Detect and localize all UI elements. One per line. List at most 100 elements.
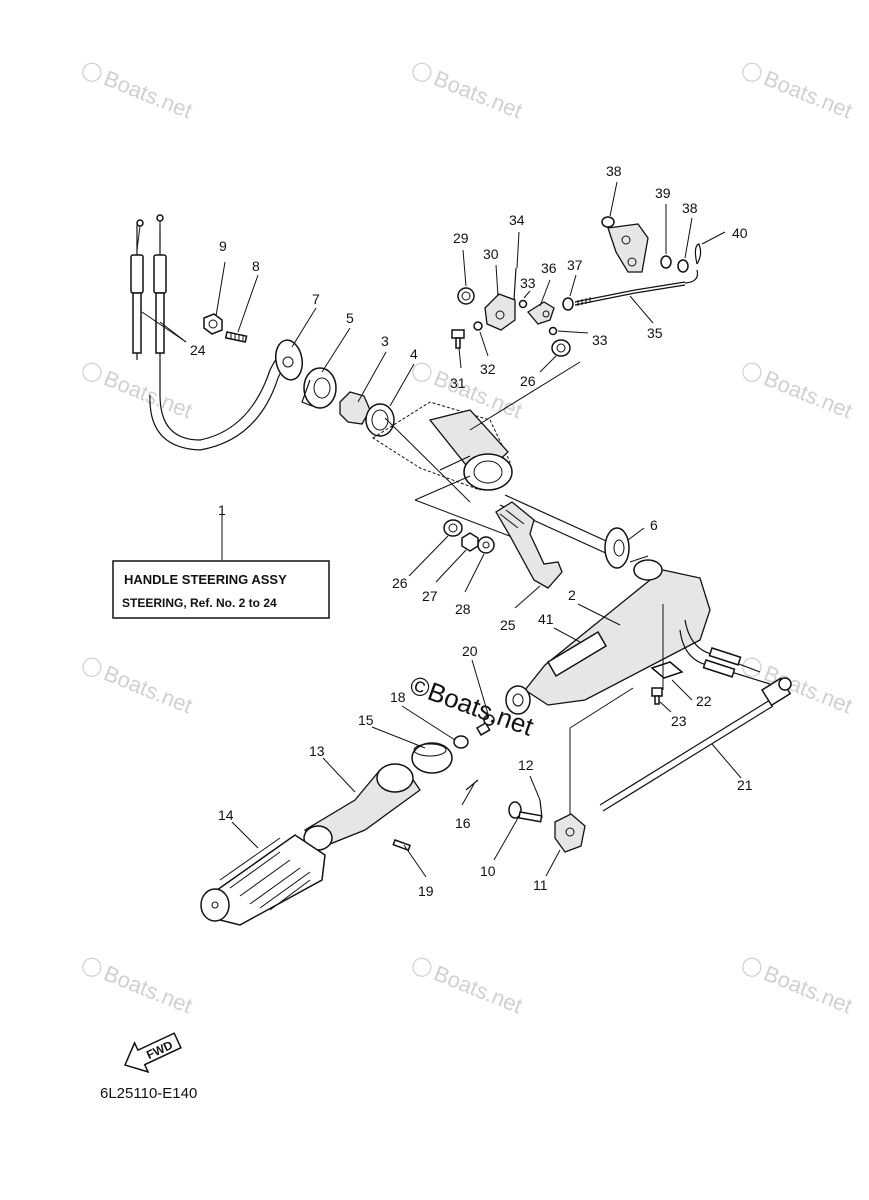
callout-16[interactable]: 16: [455, 815, 471, 831]
part-21-shaft[interactable]: [599, 677, 792, 812]
part-13-grip-tube[interactable]: [303, 763, 421, 851]
assembly-subtitle: STEERING, Ref. No. 2 to 24: [122, 596, 277, 610]
svg-text:Boats.net: Boats.net: [100, 960, 196, 1018]
callout-7[interactable]: 7: [312, 291, 320, 307]
arm-cables: [679, 619, 771, 685]
callout-20[interactable]: 20: [462, 643, 478, 659]
part-27-nut[interactable]: [461, 532, 479, 552]
callout-1[interactable]: 1: [218, 502, 226, 518]
callout-10[interactable]: 10: [480, 863, 496, 879]
callout-38-left[interactable]: 38: [606, 163, 622, 179]
callout-36[interactable]: 36: [541, 260, 557, 276]
callout-33-bottom[interactable]: 33: [592, 332, 608, 348]
svg-text:Boats.net: Boats.net: [760, 960, 856, 1018]
callout-8[interactable]: 8: [252, 258, 260, 274]
callout-33-top[interactable]: 33: [520, 275, 536, 291]
part-4-ring[interactable]: [365, 403, 395, 437]
part-23-screw[interactable]: [651, 687, 663, 705]
part-2-tiller-arm[interactable]: [524, 555, 711, 706]
callout-26-mid[interactable]: 26: [392, 575, 408, 591]
callout-34[interactable]: 34: [509, 212, 525, 228]
part-26-collar-mid[interactable]: [443, 519, 463, 537]
part-35-rod[interactable]: [574, 269, 699, 306]
bracket-body: [372, 361, 581, 541]
callout-39[interactable]: 39: [655, 185, 671, 201]
svg-text:Boats.net: Boats.net: [100, 65, 196, 123]
callout-30[interactable]: 30: [483, 246, 499, 262]
part-39-washer[interactable]: [660, 255, 672, 269]
part-link-bracket[interactable]: [607, 223, 649, 273]
part-30-lever[interactable]: [484, 293, 516, 331]
part-26-collar-top[interactable]: [551, 339, 571, 357]
part-33-washer-top[interactable]: [518, 299, 528, 309]
callout-19[interactable]: 19: [418, 883, 434, 899]
callout-24[interactable]: 24: [190, 342, 206, 358]
callout-11[interactable]: 11: [533, 877, 548, 893]
part-33-washer-bottom[interactable]: [548, 326, 558, 336]
svg-text:Boats.net: Boats.net: [760, 65, 856, 123]
part-10-knob-bolt[interactable]: [508, 801, 543, 823]
callout-27[interactable]: 27: [422, 588, 438, 604]
part-22-plate[interactable]: [650, 661, 684, 679]
part-6-washer[interactable]: [604, 527, 630, 569]
part-18-washer[interactable]: [453, 735, 469, 749]
part-5-bushing[interactable]: [301, 367, 337, 409]
watermark: Boats.net: [82, 62, 196, 123]
svg-text:Boats.net: Boats.net: [100, 365, 196, 423]
callout-32[interactable]: 32: [480, 361, 496, 377]
callout-35[interactable]: 35: [647, 325, 663, 341]
callout-31[interactable]: 31: [450, 375, 466, 391]
leader-lines: [141, 181, 742, 878]
callout-3[interactable]: 3: [381, 333, 389, 349]
part-16-screw[interactable]: [465, 779, 479, 791]
part-36-link[interactable]: [527, 301, 555, 325]
callout-18[interactable]: 18: [390, 689, 406, 705]
callout-12[interactable]: 12: [518, 757, 534, 773]
svg-text:Boats.net: Boats.net: [100, 660, 196, 718]
part-9-nut[interactable]: [203, 313, 223, 335]
part-19-screw[interactable]: [392, 839, 411, 852]
part-41-decal[interactable]: [546, 630, 608, 678]
part-32-washer[interactable]: [473, 321, 483, 331]
part-7-plate[interactable]: [273, 338, 306, 382]
part-20-screw[interactable]: [475, 714, 495, 736]
callout-14[interactable]: 14: [218, 807, 234, 823]
callout-6[interactable]: 6: [650, 517, 658, 533]
part-12-pin[interactable]: [539, 799, 543, 819]
callout-13[interactable]: 13: [309, 743, 325, 759]
part-29-collar[interactable]: [457, 287, 475, 305]
part-40-clip[interactable]: [694, 243, 702, 265]
watermark: Boats.net: [412, 957, 526, 1018]
part-37-bushing[interactable]: [562, 297, 574, 311]
part-31-bolt[interactable]: [451, 329, 465, 349]
part-14-grip[interactable]: [200, 834, 326, 926]
callout-5[interactable]: 5: [346, 310, 354, 326]
part-28-washer[interactable]: [477, 536, 495, 554]
part-8-bolt[interactable]: [224, 331, 248, 343]
callout-29[interactable]: 29: [453, 230, 469, 246]
callout-41[interactable]: 41: [538, 611, 554, 627]
callout-21[interactable]: 21: [737, 777, 753, 793]
part-15-collar[interactable]: [411, 742, 453, 774]
callout-4[interactable]: 4: [410, 346, 418, 362]
svg-text:Boats.net: Boats.net: [430, 365, 526, 423]
callout-38-right[interactable]: 38: [682, 200, 698, 216]
part-38-washer-left[interactable]: [601, 216, 615, 228]
assembly-title: HANDLE STEERING ASSY: [124, 572, 287, 587]
callout-25[interactable]: 25: [500, 617, 516, 633]
callout-26-top[interactable]: 26: [520, 373, 536, 389]
callout-22[interactable]: 22: [696, 693, 712, 709]
callout-28[interactable]: 28: [455, 601, 471, 617]
part-38-washer-right[interactable]: [677, 259, 689, 273]
part-25-lever[interactable]: [495, 501, 563, 589]
diagram-code: 6L25110-E140: [100, 1085, 197, 1102]
callout-40[interactable]: 40: [732, 225, 748, 241]
part-34-pin[interactable]: [513, 267, 517, 301]
callout-15[interactable]: 15: [358, 712, 374, 728]
part-11-clamp[interactable]: [554, 813, 586, 853]
callout-2[interactable]: 2: [568, 587, 576, 603]
callout-23[interactable]: 23: [671, 713, 687, 729]
callout-37[interactable]: 37: [567, 257, 583, 273]
callout-9[interactable]: 9: [219, 238, 227, 254]
